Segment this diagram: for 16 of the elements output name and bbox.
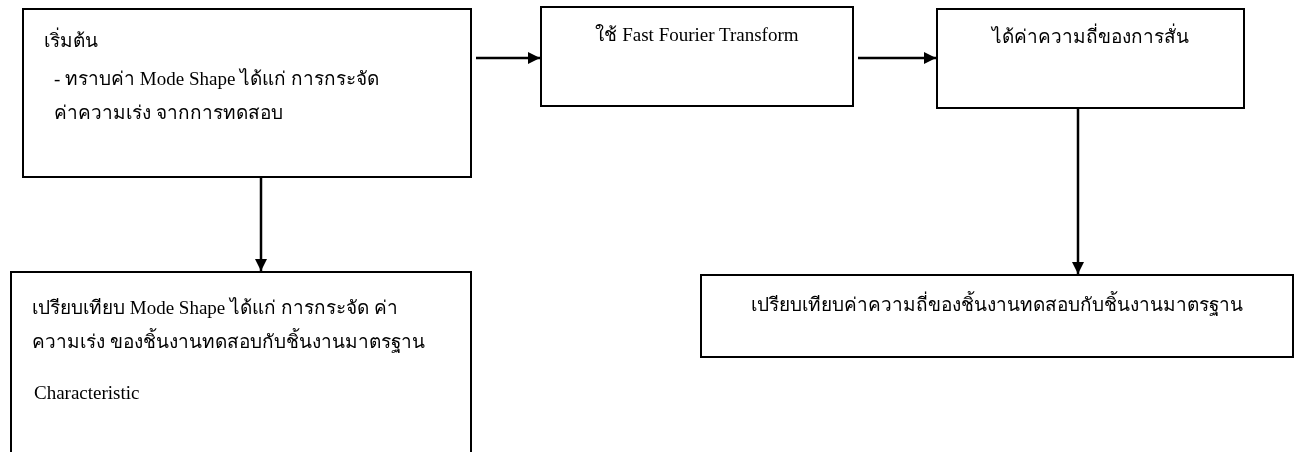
box-heading: เริ่มต้น bbox=[44, 24, 444, 58]
arrow bbox=[254, 178, 268, 271]
box-text: ได้ค่าความถี่ของการสั่น bbox=[948, 20, 1233, 54]
process-box bbox=[700, 274, 1294, 358]
box-text: - ทราบค่า Mode Shape ได้แก่ การกระจัด ค่าความเร่ง จากการทดสอบ bbox=[54, 67, 380, 125]
process-box bbox=[936, 8, 1245, 109]
arrow bbox=[858, 51, 936, 65]
box-text: เปรียบเทียบ Mode Shape ได้แก่ การกระจัด ค่าความเร่ง ของชิ้นงานทดสอบกับชิ้นงานมาตรฐาน bbox=[32, 296, 426, 355]
process-box bbox=[22, 8, 472, 178]
process-box bbox=[540, 6, 854, 107]
process-box bbox=[10, 271, 472, 452]
box-text: Characteristic bbox=[34, 381, 141, 405]
box-text: ใช้ Fast Fourier Transform bbox=[594, 23, 800, 47]
arrow bbox=[476, 51, 540, 65]
arrow bbox=[1071, 109, 1085, 274]
box-text: เปรียบเทียบค่าความถี่ของชิ้นงานทดสอบกับชิ้นงานมาตรฐาน bbox=[712, 288, 1282, 322]
